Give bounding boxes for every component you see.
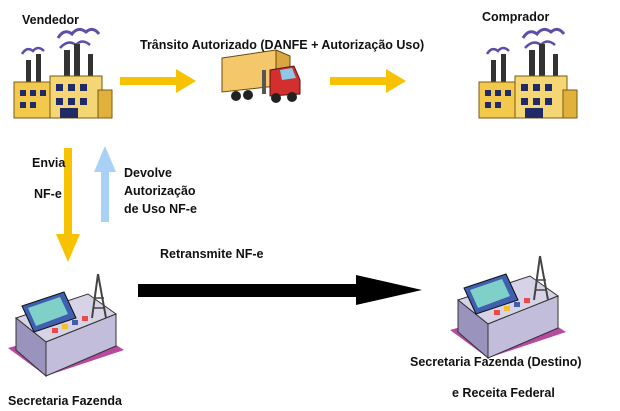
destination-office-terminal-icon xyxy=(449,255,567,359)
return-label-line3: de Uso NF-e xyxy=(124,202,197,216)
retransmit-label: Retransmite NF-e xyxy=(160,247,264,261)
transit-arrow-left xyxy=(120,69,196,93)
origin-office-label: Secretaria Fazenda xyxy=(8,394,122,408)
truck-icon xyxy=(221,49,301,103)
send-label-line1: Envia xyxy=(32,156,66,170)
seller-label: Vendedor xyxy=(22,13,79,27)
seller-factory-icon xyxy=(12,27,114,120)
buyer-factory-icon xyxy=(477,27,579,120)
origin-office-terminal-icon xyxy=(7,273,125,377)
retransmit-arrow xyxy=(138,275,422,305)
return-label-line1: Devolve xyxy=(124,166,172,180)
return-label-line2: Autorização xyxy=(124,184,196,198)
return-authorization-arrow xyxy=(94,146,116,222)
send-nfe-arrow xyxy=(56,148,80,262)
buyer-label: Comprador xyxy=(482,10,550,24)
destination-office-label-line1: Secretaria Fazenda (Destino) xyxy=(410,355,582,369)
transit-arrow-right xyxy=(330,69,406,93)
transit-label: Trânsito Autorizado (DANFE + Autorização… xyxy=(140,38,425,52)
send-label-line2: NF-e xyxy=(34,187,62,201)
destination-office-label-line2: e Receita Federal xyxy=(452,386,555,400)
